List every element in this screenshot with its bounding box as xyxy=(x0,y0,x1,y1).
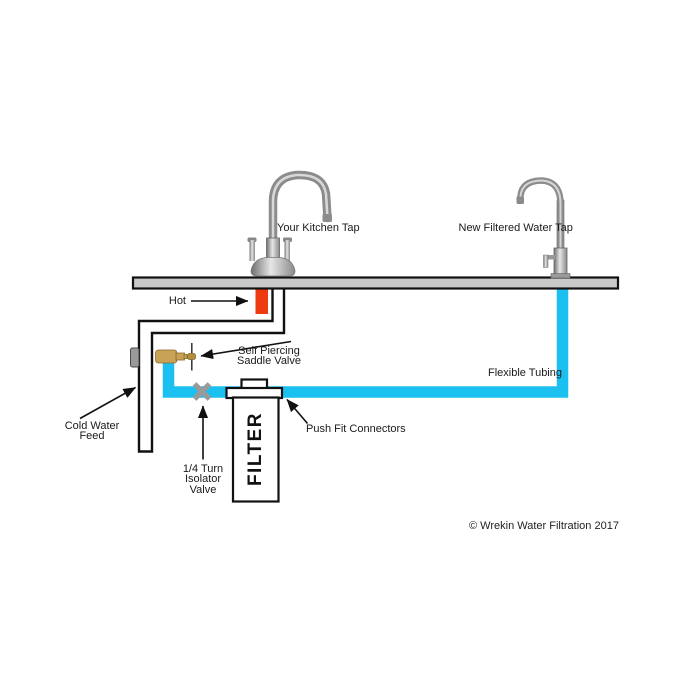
filter-cartridge xyxy=(225,378,284,503)
isolator-valve-marker xyxy=(192,382,212,401)
kitchen-tap-base xyxy=(250,257,296,277)
filter-body xyxy=(231,396,280,503)
filter-label: FILTER xyxy=(245,411,266,487)
flexible-tubing-label: Flexible Tubing xyxy=(488,366,562,379)
saddle-valve-body xyxy=(155,349,188,364)
saddle-valve-handle xyxy=(187,353,196,360)
copyright-text: © Wrekin Water Filtration 2017 xyxy=(469,520,619,532)
filtered-tap-icon xyxy=(516,177,571,279)
saddle-valve-flange xyxy=(130,347,140,368)
flexible-tubing-line xyxy=(162,287,569,398)
filtered-tap-spout-tip xyxy=(516,196,524,204)
filtered-tap-lever-knob xyxy=(543,254,549,268)
cold-feed-label: Cold Water Feed xyxy=(64,419,120,442)
countertop xyxy=(131,276,620,290)
isolator-valve-label: 1/4 Turn Isolator Valve xyxy=(182,462,224,496)
hot-pipe xyxy=(255,288,268,314)
kitchen-tap-label: Your Kitchen Tap xyxy=(277,221,360,234)
saddle-valve-arrow xyxy=(200,340,292,360)
filtered-tap-label: New Filtered Water Tap xyxy=(458,221,573,234)
saddle-valve-label: Self Piercing Saddle Valve xyxy=(236,344,301,367)
kitchen-tap-left-handle xyxy=(249,240,255,261)
cold-water-pipe xyxy=(137,286,286,453)
filtered-tap-base xyxy=(550,273,571,279)
kitchen-tap-icon xyxy=(247,170,332,277)
hot-label: Hot xyxy=(168,295,186,307)
annotation-arrows xyxy=(79,295,309,460)
kitchen-tap-spout-tip xyxy=(322,214,332,222)
push-fit-label: Push Fit Connectors xyxy=(306,422,406,435)
filtered-tap-body xyxy=(553,247,568,278)
saddle-valve-icon xyxy=(130,343,196,371)
kitchen-tap-right-handle xyxy=(284,240,290,261)
filtered-tap-lever-arm xyxy=(544,255,555,260)
push-fit-arrow xyxy=(286,398,309,425)
cold-feed-arrow xyxy=(79,386,137,420)
